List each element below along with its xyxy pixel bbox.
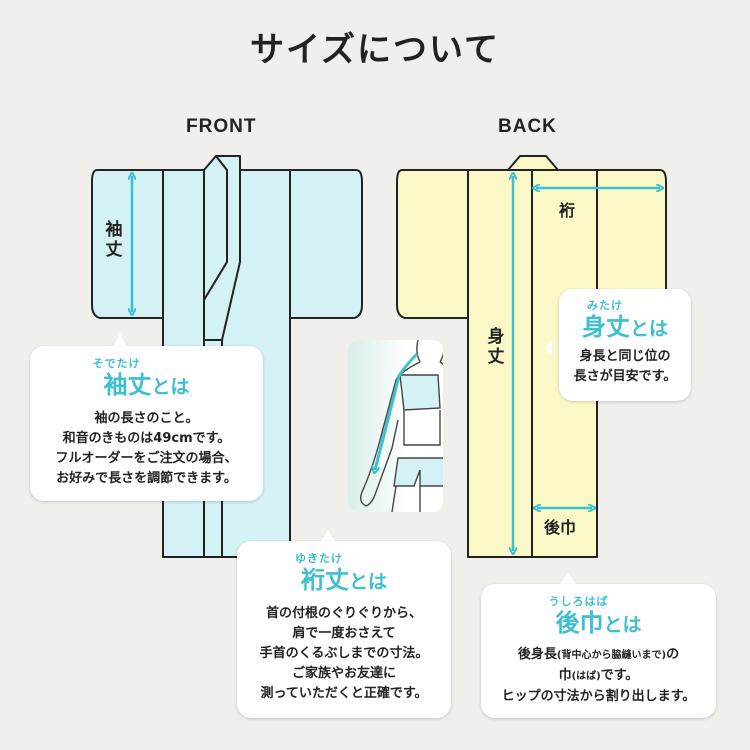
- back-line-part: です。: [600, 668, 639, 683]
- yuki-label: 裄: [559, 201, 576, 220]
- yuki-heading: 裄丈とは: [237, 566, 451, 596]
- body-length-bubble: みたけ 身丈とは 身長と同じ位の 長さが目安です。: [559, 289, 691, 401]
- sleeve-line: 和音のきものは49cmです。: [62, 431, 231, 446]
- front-left-sleeve: [91, 169, 164, 319]
- back-width-bubble: うしろはば 後巾とは 後身長(背中心から脇縫いまで)の 巾(はば)です。 ヒップ…: [481, 584, 716, 718]
- yuki-heading-main: 裄丈: [300, 566, 349, 594]
- back-line-part: 巾: [558, 668, 572, 683]
- sleeve-heading-main: 袖丈: [103, 371, 152, 399]
- body-heading-main: 身丈: [581, 313, 630, 341]
- yuki-line: ご家族やお友達に: [291, 666, 396, 681]
- back-line-note: (背中心から脇縫いまで): [556, 650, 667, 661]
- back-width-label: 後巾: [544, 518, 577, 537]
- yuki-line: 手首のくるぶしまでの寸法。: [259, 646, 429, 661]
- back-line-note: (はば): [571, 671, 601, 682]
- sleeve-length-label: 袖丈: [105, 220, 123, 260]
- body-length-ruby: みたけ: [587, 299, 623, 312]
- body-line: 長さが目安です。: [573, 369, 677, 384]
- back-line-part: の: [666, 647, 680, 662]
- back-heading-main: 後巾: [555, 609, 604, 637]
- sleeve-line: 袖の長さのこと。: [94, 411, 199, 426]
- body-heading-suffix: とは: [629, 318, 668, 340]
- yuki-ruby: ゆきたけ: [295, 552, 343, 565]
- sleeve-line: お好みで長さを調節できます。: [56, 471, 237, 486]
- front-right-sleeve: [289, 169, 363, 319]
- back-heading-suffix: とは: [603, 614, 642, 636]
- body-length-heading: 身丈とは: [559, 313, 691, 343]
- yuki-heading-suffix: とは: [348, 571, 387, 593]
- back-line: 巾(はば)です。: [481, 666, 716, 687]
- back-width-heading: 後巾とは: [481, 609, 716, 639]
- sleeve-length-text: 袖の長さのこと。 和音のきものは49cmです。 フルオーダーをご注文の場合、 お…: [30, 409, 263, 489]
- measurement-illustration: [348, 340, 443, 512]
- back-width-ruby: うしろはば: [548, 595, 609, 608]
- back-left-sleeve: [396, 169, 469, 319]
- back-line-part: 後身長: [517, 647, 557, 662]
- page-title: サイズについて: [250, 30, 500, 70]
- yuki-line: 測っていただくと正確です。: [260, 686, 428, 701]
- body-line: 身長と同じ位の: [579, 349, 671, 364]
- back-line: ヒップの寸法から割り出します。: [501, 689, 696, 704]
- back-line: 後身長(背中心から脇縫いまで)の: [481, 645, 716, 666]
- body-length-text: 身長と同じ位の 長さが目安です。: [559, 347, 691, 387]
- sleeve-length-bubble: そでたけ 袖丈とは 袖の長さのこと。 和音のきものは49cmです。 フルオーダー…: [30, 346, 263, 501]
- back-collar: [507, 155, 559, 171]
- sleeve-line: フルオーダーをご注文の場合、: [55, 451, 238, 466]
- sleeve-heading-suffix: とは: [151, 376, 190, 398]
- sleeve-length-heading: 袖丈とは: [30, 371, 263, 401]
- body-length-label: 身丈: [487, 327, 505, 367]
- yuki-line: 首の付根のぐりぐりから、: [265, 606, 422, 621]
- back-label: BACK: [498, 116, 557, 137]
- yuki-line: 肩で一度おさえて: [292, 626, 396, 641]
- back-arrows: [513, 176, 660, 551]
- back-width-text: 後身長(背中心から脇縫いまで)の 巾(はば)です。 ヒップの寸法から割り出します…: [481, 645, 716, 707]
- sleeve-length-ruby: そでたけ: [92, 357, 141, 370]
- yuki-text: 首の付根のぐりぐりから、 肩で一度おさえて 手首のくるぶしまでの寸法。 ご家族や…: [237, 604, 451, 704]
- yuki-bubble: ゆきたけ 裄丈とは 首の付根のぐりぐりから、 肩で一度おさえて 手首のくるぶしま…: [237, 541, 451, 718]
- front-label: FRONT: [186, 116, 257, 137]
